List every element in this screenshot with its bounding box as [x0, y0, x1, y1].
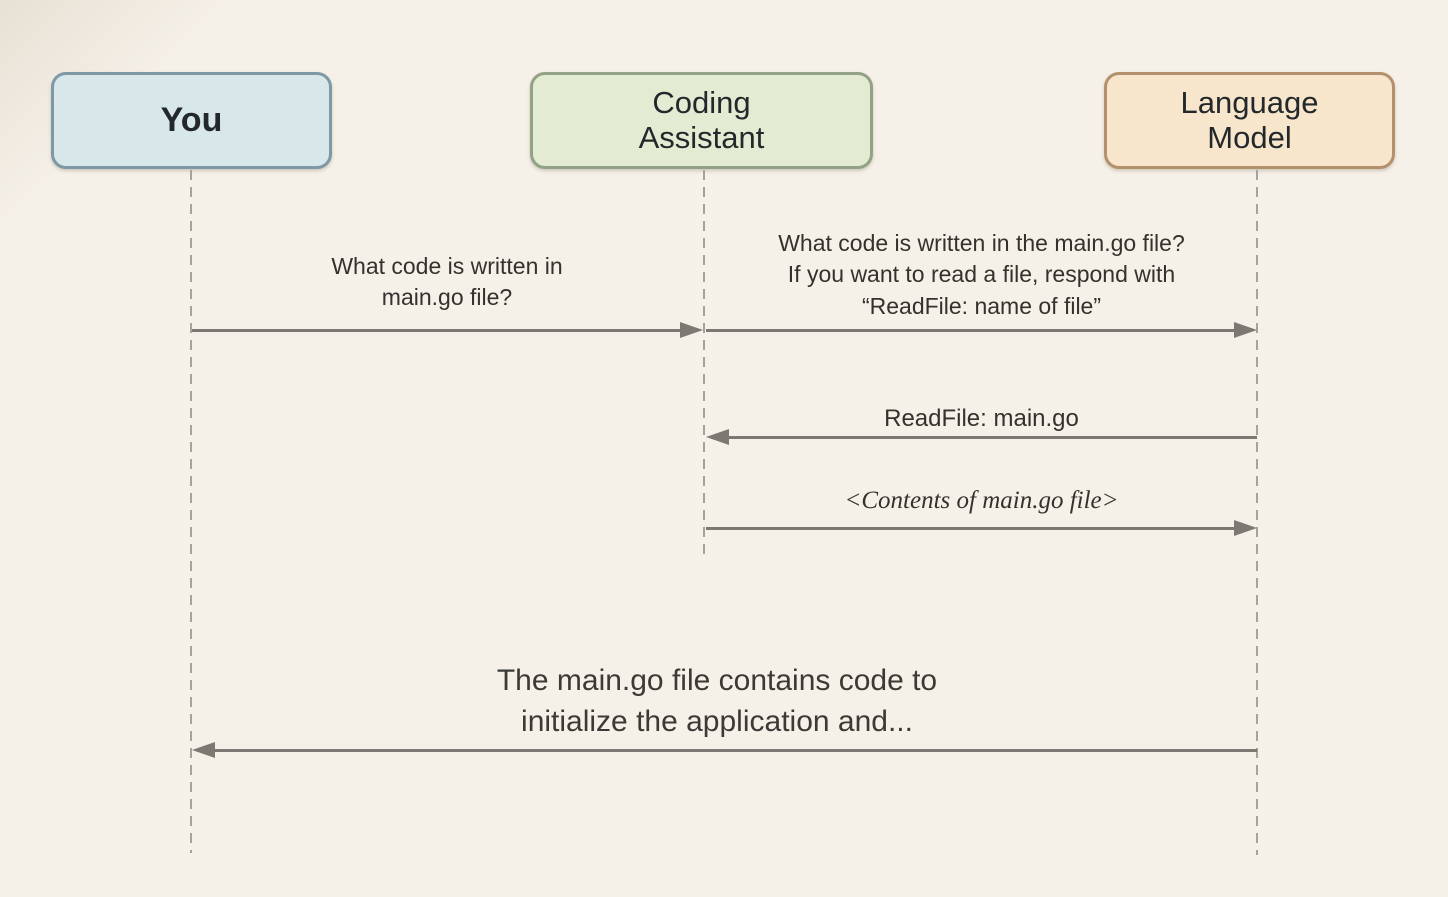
- message-label-5: The main.go file contains code to initia…: [496, 664, 938, 738]
- message-label-1: What code is written in main.go file?: [331, 253, 563, 311]
- arrowhead-right-icon: [680, 322, 703, 338]
- message-line: [192, 328, 687, 332]
- message-arrow-5: [192, 742, 1257, 758]
- arrowhead-left-icon: [706, 429, 729, 445]
- actor-label-coding-assistant: Coding Assistant: [638, 84, 765, 155]
- lifeline-you: [190, 170, 192, 853]
- lifeline-coding-assistant: [703, 170, 705, 554]
- message-line: [706, 526, 1241, 530]
- actor-box-you: You: [51, 72, 332, 169]
- message-label-2: What code is written in the main.go file…: [778, 230, 1185, 319]
- arrowhead-right-icon: [1234, 520, 1257, 536]
- message-label-4: <Contents of main.go file>: [844, 487, 1119, 514]
- message-line: [706, 328, 1241, 332]
- actor-label-you: You: [160, 101, 223, 140]
- actor-box-coding-assistant: Coding Assistant: [530, 72, 873, 169]
- message-arrow-2: [706, 322, 1257, 338]
- message-label-3: ReadFile: main.go: [884, 405, 1079, 432]
- arrowhead-left-icon: [192, 742, 215, 758]
- message-arrow-1: [192, 322, 703, 338]
- actor-box-language-model: Language Model: [1104, 72, 1395, 169]
- message-line: [208, 748, 1257, 752]
- message-line: [722, 435, 1257, 439]
- actor-label-language-model: Language Model: [1180, 84, 1319, 155]
- message-arrow-4: [706, 520, 1257, 536]
- lifeline-language-model: [1256, 170, 1258, 855]
- message-arrow-3: [706, 429, 1257, 445]
- arrowhead-right-icon: [1234, 322, 1257, 338]
